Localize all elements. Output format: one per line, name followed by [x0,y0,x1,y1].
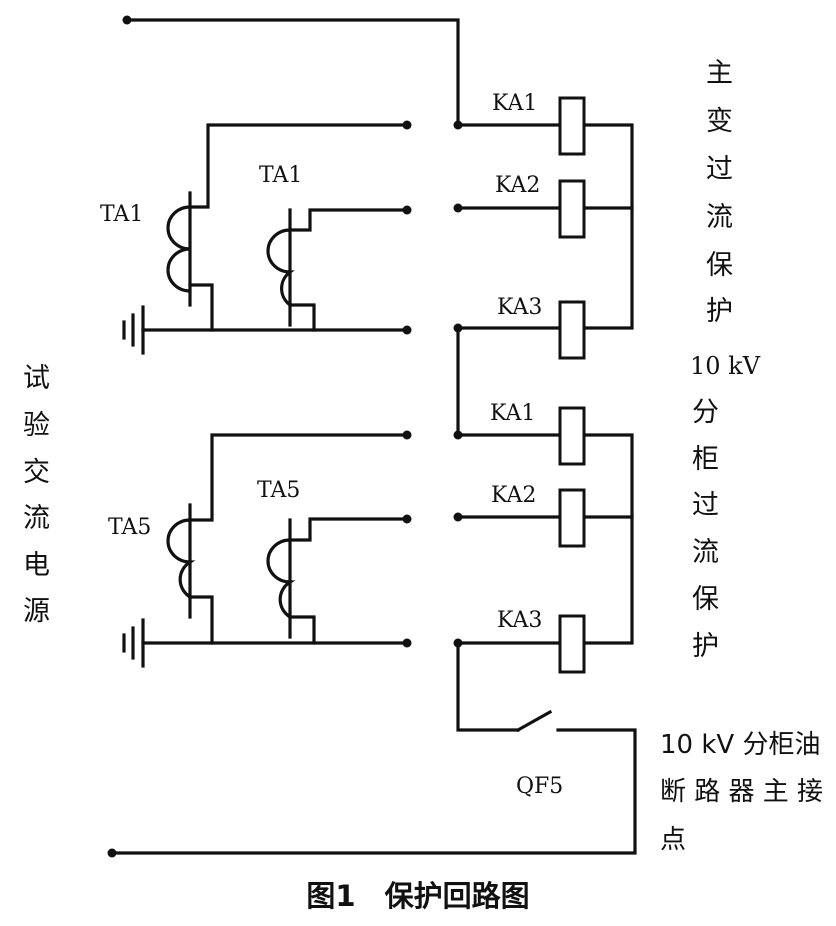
left-side-char: 验 [23,410,50,441]
ka3-bottom-label: KA3 [497,608,542,633]
right-top-char: 流 [706,202,733,233]
qf5-label: QF5 [516,774,563,799]
right-mid-heading: 10 kV [690,352,761,380]
ka2-bottom-label: KA2 [491,483,536,508]
terminal-dot [453,120,463,130]
ka3-top-label: KA3 [497,295,542,320]
supply-terminal-dot [107,848,117,858]
terminal-dot [402,205,412,215]
ka2-top-relay [558,179,586,239]
terminal-dot [453,512,463,522]
ta5-right-coil [266,538,296,619]
ta1-right-coil [266,228,295,307]
ta1-left-coil [166,205,191,293]
ta1-right-wire-bottom [288,303,316,332]
ta1-left-wire-top [188,123,409,209]
right-mid-char: 柜 [692,444,719,475]
left-side-char: 试 [23,363,50,394]
terminal-dot [402,325,412,335]
right-mid-char: 保 [692,584,719,615]
bottom-relay-return-bus [582,433,634,645]
ta1-left-label: TA1 [100,202,143,227]
supply-wire-top [125,18,460,127]
supply-wire-bottom [110,728,637,855]
right-top-char: 主 [706,58,733,89]
ka2-top-label: KA2 [495,173,540,198]
breaker-label-line3: 点 [660,825,686,855]
left-side-text: 试 验 交 流 电 源 [23,363,50,627]
ka2-bottom-relay [558,488,586,548]
ta5-left-label: TA5 [108,515,151,540]
ta5-right-wire-top [288,517,409,542]
ka1-bottom-relay [558,406,586,466]
right-top-char: 变 [706,106,733,137]
figure-caption: 图1 保护回路图 [306,879,529,913]
ta1-left-wire-bottom [188,283,214,332]
left-side-char: 交 [23,457,50,488]
right-mid-char: 分 [692,397,719,428]
breaker-label-line1: 10 kV 分柜油 [660,730,820,760]
ta5-left-wire-bottom [188,595,214,645]
left-side-char: 流 [23,503,50,534]
ka3-top-relay [558,300,586,360]
right-mid-side-text: 分 柜 过 流 保 护 [692,397,719,662]
terminal-dot [453,638,463,648]
ka1-top-relay [558,96,586,156]
right-mid-char: 流 [692,537,719,568]
ka1-bottom-label: KA1 [490,401,535,426]
ka1-top-label: KA1 [492,91,537,116]
ta1-right-wire-top [288,208,409,232]
terminal-dot [453,323,463,333]
breaker-label-line2: 断 路 器 主 接 [660,777,823,807]
terminal-dot [402,120,412,130]
ta5-left-coil [166,518,196,599]
left-side-char: 源 [23,596,50,627]
right-mid-char: 护 [692,631,719,662]
ta5-right-label: TA5 [257,478,300,503]
terminal-dot [402,514,412,524]
right-top-side-text: 主 变 过 流 保 护 [706,58,733,327]
left-side-char: 电 [23,550,50,581]
terminal-dot [402,638,412,648]
breaker-feed-wire [456,641,520,732]
ta5-left-wire-top [188,433,409,522]
top-relay-return-bus [582,123,634,330]
qf5-switch-blade [515,709,553,733]
ta5-right-wire-bottom [288,615,316,645]
right-top-char: 保 [706,250,733,281]
terminal-dot [453,430,463,440]
supply-terminal-dot [122,15,132,25]
terminal-dot [402,430,412,440]
ta1-right-label: TA1 [259,163,302,188]
terminal-dot [453,203,463,213]
right-top-char: 过 [706,154,733,185]
right-top-char: 护 [706,296,733,327]
right-mid-char: 过 [692,490,719,521]
ka3-bottom-relay [558,614,586,674]
